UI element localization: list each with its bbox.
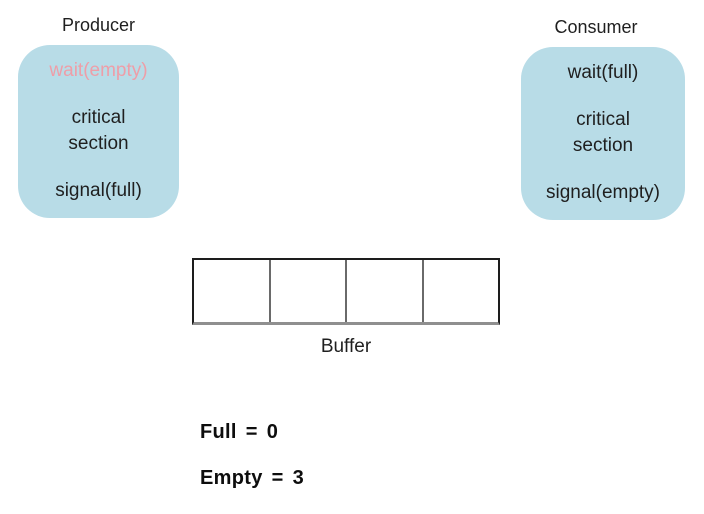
equals-sign: =: [245, 421, 258, 443]
consumer-wait-step: wait(full): [567, 62, 639, 83]
buffer-cell: [194, 260, 271, 322]
empty-semaphore-name: Empty: [200, 467, 263, 489]
buffer-cell: [424, 260, 499, 322]
buffer-label: Buffer: [320, 336, 372, 357]
empty-semaphore-value: 3: [292, 467, 305, 489]
full-semaphore-value: 0: [266, 421, 279, 443]
consumer-signal-step: signal(empty): [545, 182, 661, 203]
full-semaphore-stat: Full = 0: [200, 421, 278, 444]
producer-wait-step: wait(empty): [49, 60, 148, 81]
consumer-critical-section: critical section: [572, 109, 634, 156]
producer-signal-step: signal(full): [55, 180, 142, 201]
buffer-cell: [271, 260, 347, 322]
producer-box: wait(empty) critical section signal(full…: [18, 45, 179, 218]
consumer-title: Consumer: [554, 17, 638, 37]
producer-title: Producer: [61, 15, 136, 35]
equals-sign: =: [271, 467, 284, 489]
buffer-cell: [347, 260, 424, 322]
empty-semaphore-stat: Empty = 3: [200, 467, 304, 490]
buffer: [192, 258, 500, 325]
producer-critical-section: critical section: [68, 107, 129, 154]
consumer-box: wait(full) critical section signal(empty…: [521, 47, 685, 220]
full-semaphore-name: Full: [200, 421, 237, 443]
